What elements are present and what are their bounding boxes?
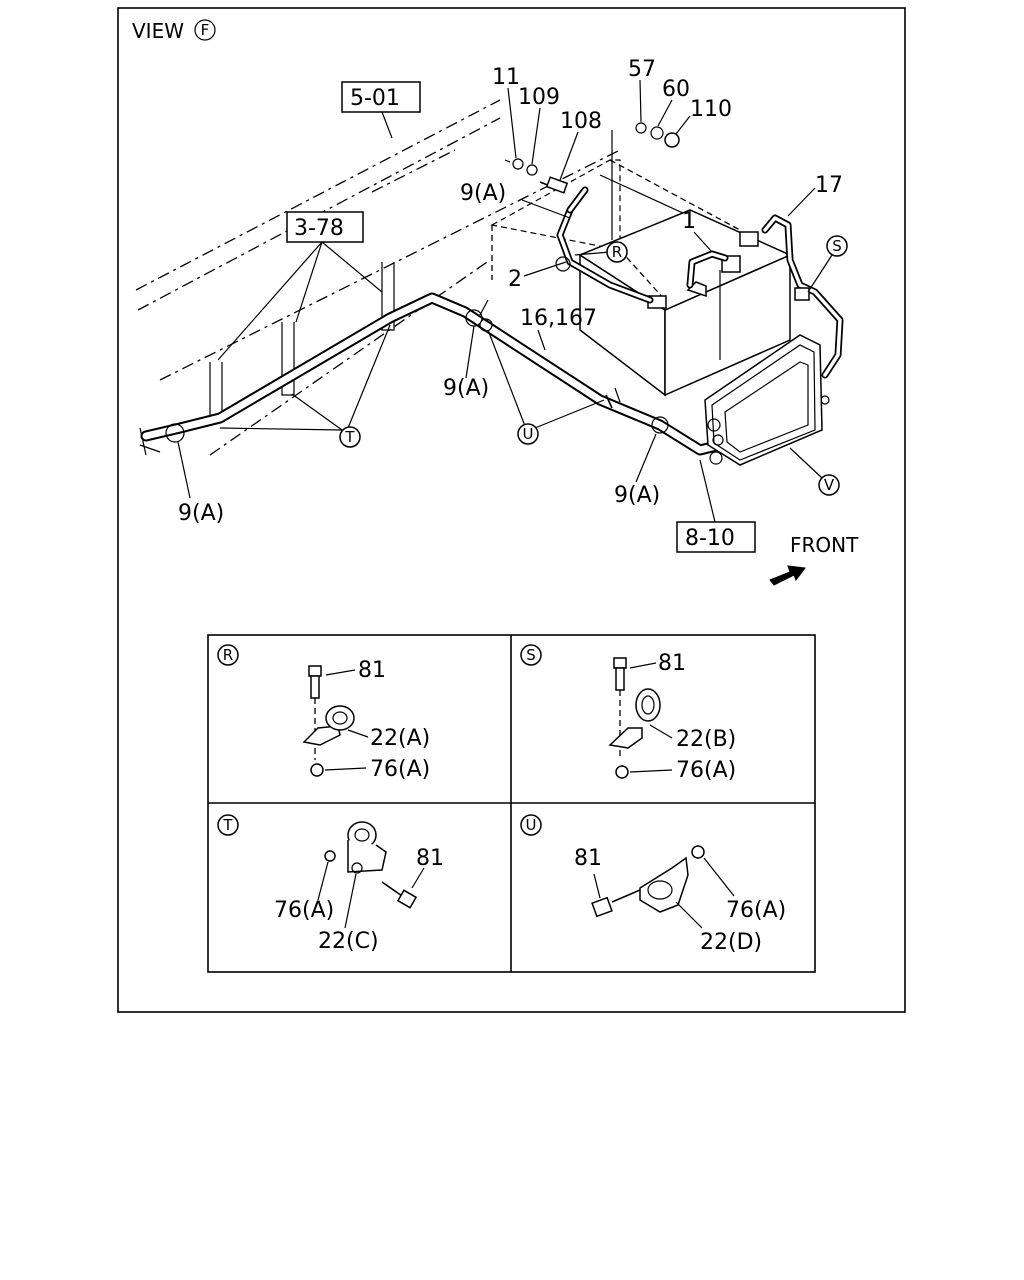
nut-icon-t <box>324 850 336 862</box>
ref-box-8-10[interactable]: 8-10 <box>676 459 756 553</box>
panel-u-bolt: 81 <box>574 846 602 871</box>
control-unit <box>704 334 823 466</box>
ref-3-78-text: 3-78 <box>294 216 344 241</box>
panel-s-letter: S <box>526 646 536 664</box>
panel-r-letter: R <box>223 646 233 664</box>
nut-icon-s <box>615 765 629 779</box>
panel-t-clip: 22(C) <box>318 929 379 954</box>
panel-s-bolt: 81 <box>658 651 686 676</box>
front-indicator: FRONT <box>769 533 859 586</box>
detail-panel-t: T 81 76(A) 22(C) <box>217 814 444 954</box>
detail-grid <box>207 634 816 973</box>
detail-panel-s: S 81 22(B) 76(A) <box>520 644 736 783</box>
view-letter-circle <box>194 19 216 41</box>
bolt-icon-t <box>396 889 418 909</box>
panel-r-nut: 76(A) <box>370 757 430 782</box>
panel-s-clip: 22(B) <box>676 727 736 752</box>
marker-s: S <box>832 237 842 255</box>
circle-markers: R S T U V <box>219 235 848 496</box>
ref-box-3-78[interactable]: 3-78 <box>217 211 383 361</box>
frame-rail <box>135 99 621 456</box>
nut-icon-u <box>691 845 705 859</box>
marker-u: U <box>523 425 534 443</box>
marker-v: V <box>824 476 835 494</box>
front-label: FRONT <box>790 533 859 557</box>
nut-icon <box>310 763 324 777</box>
bolt-icon-s <box>613 657 627 669</box>
clip-icon <box>325 705 355 731</box>
panel-t-letter: T <box>222 816 233 834</box>
front-arrow-icon <box>769 565 806 586</box>
panel-t-nut: 76(A) <box>274 898 334 923</box>
detail-panel-r: R 81 22(A) 76(A) <box>217 644 430 782</box>
panel-u-nut: 76(A) <box>726 898 786 923</box>
callout-9a-top: 9(A) <box>460 181 506 206</box>
panel-u-clip: 22(D) <box>700 930 762 955</box>
marker-t: T <box>344 428 355 446</box>
battery-cables <box>555 186 844 405</box>
view-label: VIEW <box>132 19 184 43</box>
main-harness <box>139 292 726 456</box>
bolt-icon <box>308 665 322 677</box>
callout-57: 57 <box>628 57 656 82</box>
callout-9a-left: 9(A) <box>178 501 224 526</box>
callout-110: 110 <box>690 97 732 122</box>
panel-u-letter: U <box>526 816 537 834</box>
callout-1: 1 <box>682 209 696 234</box>
ref-8-10-text: 8-10 <box>685 526 735 551</box>
callout-109: 109 <box>518 85 560 110</box>
clip-icon-u <box>639 856 689 913</box>
callout-17: 17 <box>815 173 843 198</box>
callout-108: 108 <box>560 109 602 134</box>
harness-clips <box>165 299 669 443</box>
panel-r-clip: 22(A) <box>370 726 430 751</box>
ref-5-01-text: 5-01 <box>350 86 400 111</box>
panel-r-bolt: 81 <box>358 658 386 683</box>
bolt-icon-u <box>591 896 613 918</box>
callout-16-167: 16,167 <box>520 306 597 331</box>
callout-2: 2 <box>508 267 522 292</box>
view-letter: F <box>201 21 210 39</box>
panel-s-nut: 76(A) <box>676 758 736 783</box>
callout-9a-right: 9(A) <box>614 483 660 508</box>
panel-t-bolt: 81 <box>416 846 444 871</box>
view-title: VIEW F <box>132 19 216 43</box>
detail-panel-u: U 81 76(A) 22(D) <box>520 814 786 955</box>
callouts: 11 109 108 57 60 110 17 1 9(A) 2 16,167 … <box>177 57 843 526</box>
callout-11: 11 <box>492 65 520 90</box>
clip-icon-s <box>635 688 661 722</box>
diagram-frame <box>117 7 906 1013</box>
callout-9a-mid: 9(A) <box>443 376 489 401</box>
callout-60: 60 <box>662 77 690 102</box>
ref-box-5-01[interactable]: 5-01 <box>341 81 421 139</box>
small-parts-top <box>504 122 680 194</box>
marker-r: R <box>612 243 622 261</box>
